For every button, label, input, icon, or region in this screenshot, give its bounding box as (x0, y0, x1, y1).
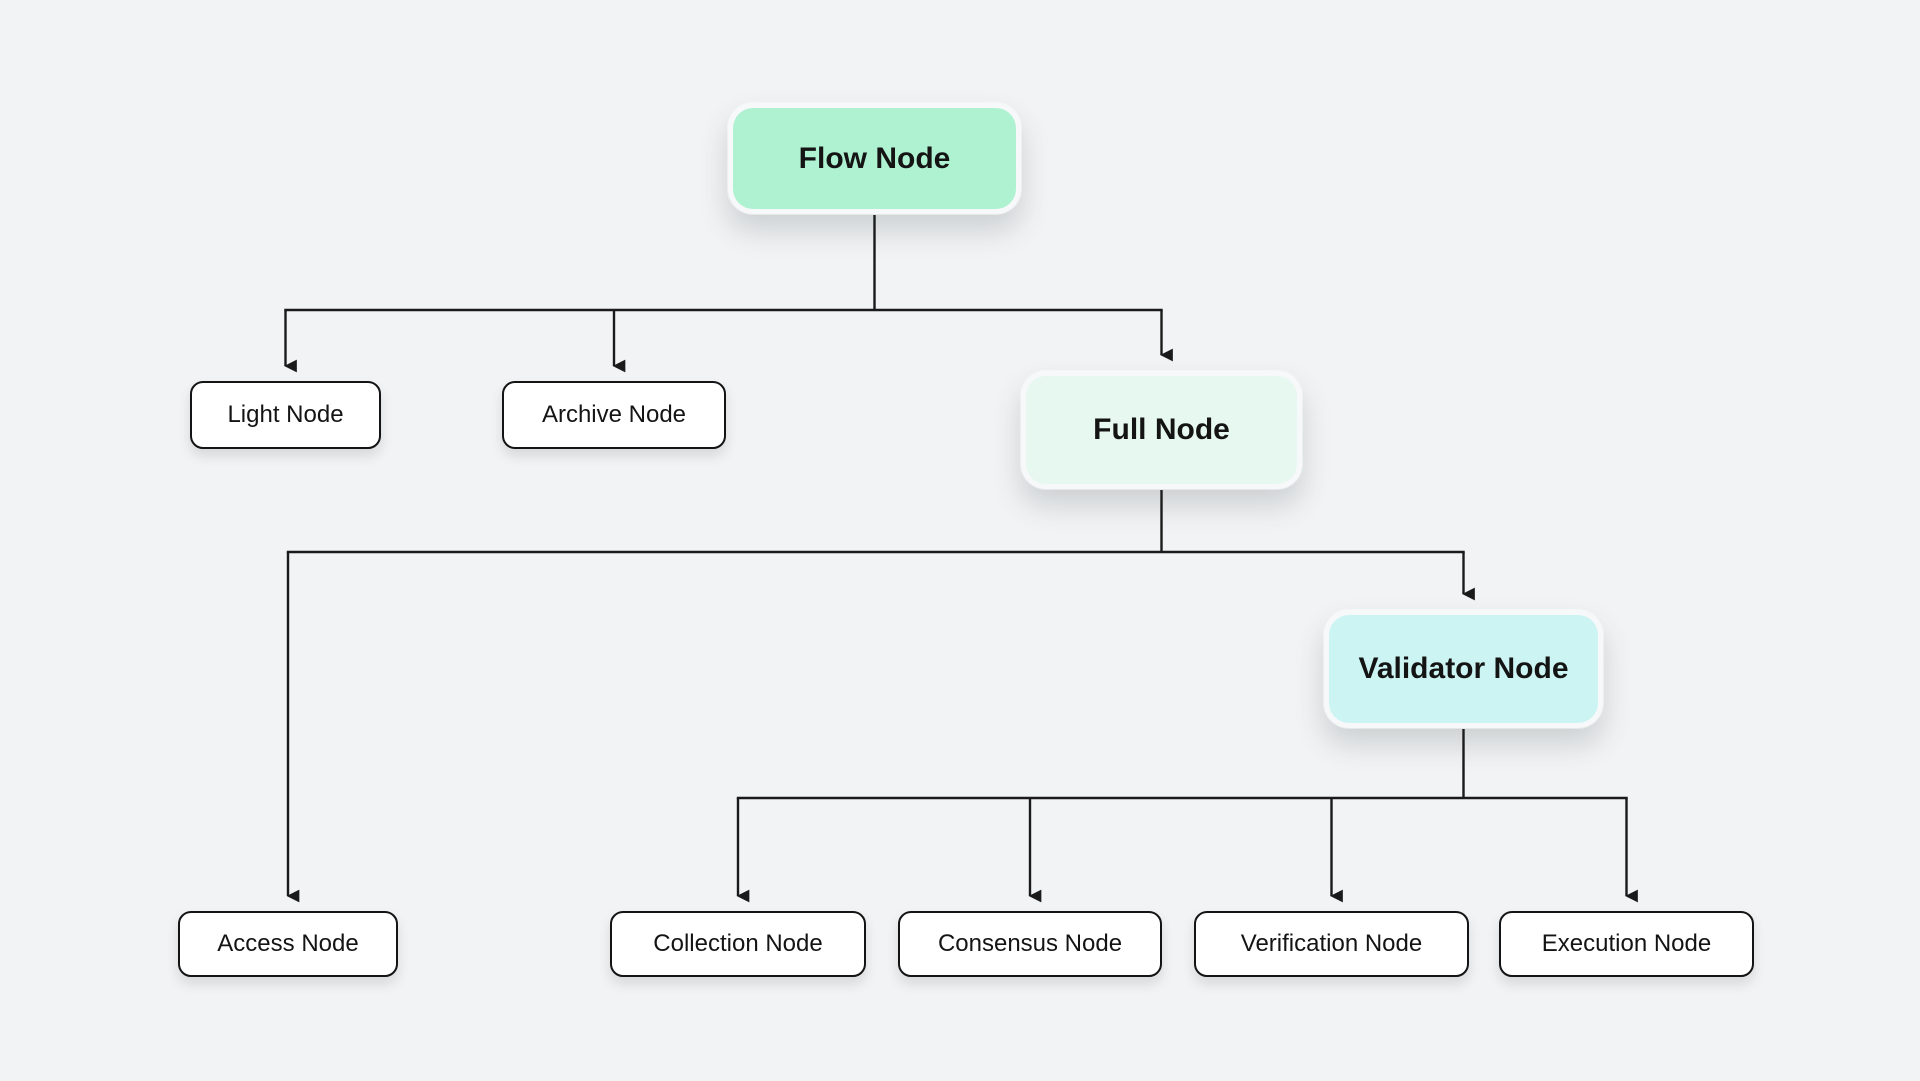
connector-flow-children (284, 215, 1173, 373)
node-validator: Validator Node (1323, 609, 1604, 729)
node-access: Access Node (178, 911, 398, 977)
node-collection: Collection Node (610, 911, 866, 977)
node-consensus: Consensus Node (898, 911, 1162, 977)
node-flow: Flow Node (727, 102, 1022, 215)
node-full: Full Node (1020, 370, 1303, 490)
node-execution: Execution Node (1499, 911, 1754, 977)
node-light: Light Node (190, 381, 381, 449)
connector-full-children (286, 490, 1475, 903)
connector-validator-children (736, 729, 1638, 903)
node-verification: Verification Node (1194, 911, 1469, 977)
node-archive: Archive Node (502, 381, 726, 449)
